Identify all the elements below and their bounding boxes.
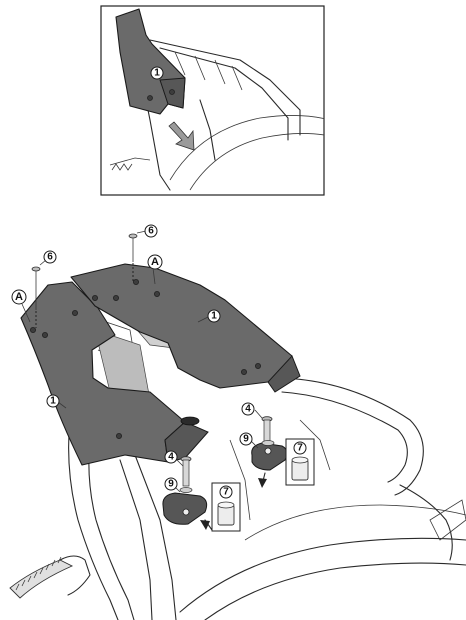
svg-text:A: A <box>15 291 23 303</box>
inset-plate-hole <box>169 89 175 95</box>
svg-text:9: 9 <box>243 434 249 445</box>
bolt-top-head <box>128 233 138 239</box>
right-plate-hole <box>92 294 99 301</box>
right-plate-hole <box>240 368 247 375</box>
washer-right <box>261 440 275 446</box>
right-plate-hole <box>153 290 160 297</box>
inset-rack-slats <box>174 51 243 91</box>
frame-strut-2 <box>134 454 177 620</box>
bolt-left-head <box>31 266 41 272</box>
inset-seat <box>169 115 324 181</box>
svg-text:6: 6 <box>47 252 53 263</box>
callout-bolt-left: 6 <box>43 250 57 264</box>
left-plate-hole <box>116 432 123 439</box>
washer-left-leader <box>176 459 184 467</box>
callout-spacer-left: 7 <box>219 485 233 499</box>
grab-rail-right-inner <box>281 391 408 483</box>
inset-seat-edge <box>189 133 324 191</box>
callout-washer-right: 4 <box>241 402 255 416</box>
frame-strut-3 <box>229 439 251 521</box>
inset-insert-arrow <box>168 121 195 151</box>
bracket-left-arrow <box>200 520 210 530</box>
body-panel <box>399 484 453 561</box>
svg-text:A: A <box>151 256 159 268</box>
svg-text:9: 9 <box>168 479 174 490</box>
left-plate-hole <box>29 326 36 333</box>
left-plate-boss <box>180 416 200 426</box>
frame-strut-4 <box>299 419 331 471</box>
frame-strut <box>119 459 153 620</box>
inset-panel: 1 <box>100 5 325 196</box>
callout-bolt-top: 6 <box>144 224 158 238</box>
left-plate-hole <box>42 331 49 338</box>
bracket-right-arrow <box>258 478 267 488</box>
washer-right-leader <box>254 409 263 419</box>
svg-text:7: 7 <box>297 443 303 454</box>
grab-rail-right-outer <box>279 377 424 496</box>
ref-left-leader <box>21 303 31 323</box>
callout-spacer-right: 7 <box>293 441 307 455</box>
inset-rack-rail <box>149 39 301 136</box>
inset-plate-hole <box>147 95 153 101</box>
callout-plate-right: 1 <box>207 309 221 323</box>
bracket-left <box>162 492 208 525</box>
footrest-teeth <box>15 556 62 591</box>
svg-text:4: 4 <box>245 404 251 415</box>
bracket-left-hole <box>182 508 190 516</box>
main-assembly: 6 6 A A 1 1 4 4 <box>9 224 466 620</box>
plate-left-leader <box>57 401 67 409</box>
footrest <box>9 559 74 599</box>
spacer-right-top <box>291 456 309 464</box>
callout-bracket-left: 9 <box>164 477 178 491</box>
grab-rail-left-outer <box>68 419 119 620</box>
svg-text:6: 6 <box>148 226 154 237</box>
right-plate-hole <box>113 294 120 301</box>
plate-right-leader <box>197 316 209 323</box>
bolt-left-lower-body <box>182 459 190 487</box>
ref-right-leader <box>152 267 156 285</box>
seat-inner-outline <box>204 562 466 620</box>
bolt-top-leader <box>136 230 147 234</box>
svg-text:1: 1 <box>211 311 217 322</box>
callout-ref-left: A <box>11 289 27 305</box>
turn-signal <box>429 499 466 541</box>
footrest-mount <box>59 555 91 596</box>
svg-text:4: 4 <box>168 452 174 463</box>
right-plate-edge <box>267 355 301 393</box>
callout-ref-right: A <box>147 254 163 270</box>
bracket-right-hole <box>264 447 272 455</box>
right-plate-hole <box>254 362 261 369</box>
inset-callout-circle <box>150 66 164 80</box>
inset-frame-strut-2 <box>199 99 216 161</box>
callout-bracket-right: 9 <box>239 432 253 446</box>
bolt-right-body <box>263 419 271 443</box>
inset-footpeg <box>109 157 151 166</box>
inset-rack-rail-inner <box>159 47 289 141</box>
right-plate-hole <box>132 278 139 285</box>
left-mounting-plate <box>20 281 186 466</box>
grab-rail-left-inner <box>88 439 135 620</box>
washer-left <box>179 487 193 493</box>
seat-top-line <box>244 504 466 541</box>
left-plate-hole <box>72 309 79 316</box>
callout-washer-left: 4 <box>164 450 178 464</box>
inset-footpeg-teeth <box>111 163 133 171</box>
seat-outline <box>179 537 466 613</box>
callout-plate-left: 1 <box>46 394 60 408</box>
svg-text:1: 1 <box>50 396 56 407</box>
spacer-left-top <box>217 501 235 509</box>
svg-text:7: 7 <box>223 487 229 498</box>
inset-callout-label: 1 <box>154 68 160 79</box>
